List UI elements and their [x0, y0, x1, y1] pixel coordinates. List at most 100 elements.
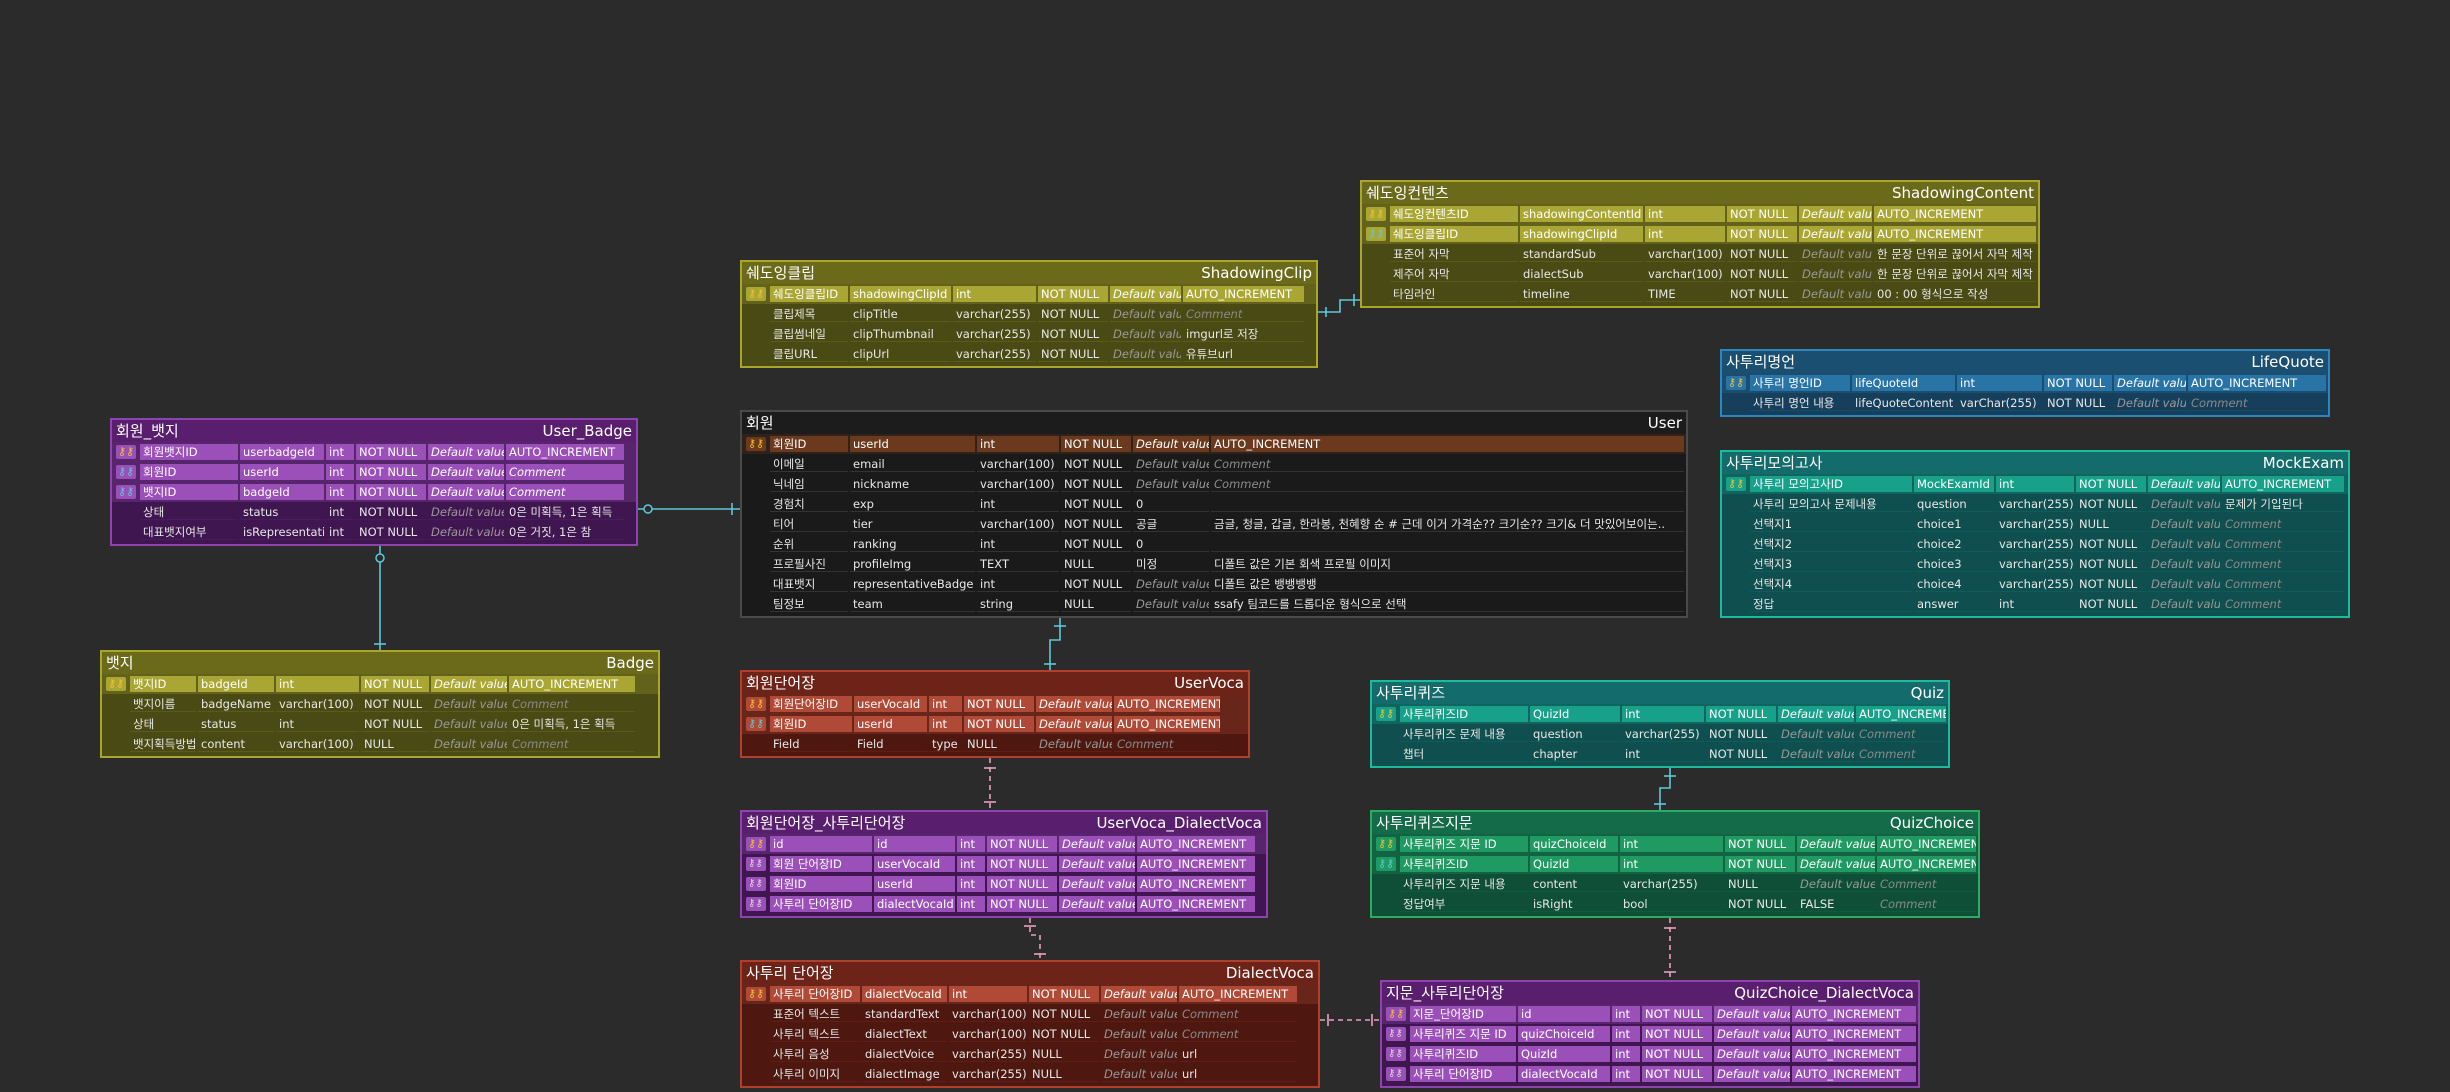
column-type: varchar(100) [1645, 246, 1725, 262]
table-logical-name: 회원 [746, 414, 774, 432]
column-logical-name: 이메일 [770, 456, 848, 472]
column-row[interactable]: 대표뱃지여부isRepresentativeintNOT NULLDefault… [112, 522, 636, 542]
column-comment: 디폴트 값은 기본 회색 프로필 이미지 [1211, 556, 1684, 572]
column-comment: AUTO_INCREMENT [1877, 856, 1976, 872]
column-nullable: NOT NULL [2076, 596, 2146, 612]
column-nullable: NOT NULL [1727, 226, 1797, 242]
column-default: Default value [1133, 476, 1209, 492]
column-type: int [326, 524, 354, 540]
column-physical-name: lifeQuoteContent [1852, 395, 1955, 411]
column-physical-name: answer [1914, 596, 1994, 612]
table-physical-name: Badge [606, 654, 654, 672]
column-comment: 0은 미획득, 1은 획득 [506, 504, 624, 520]
column-physical-name: id [874, 836, 955, 852]
